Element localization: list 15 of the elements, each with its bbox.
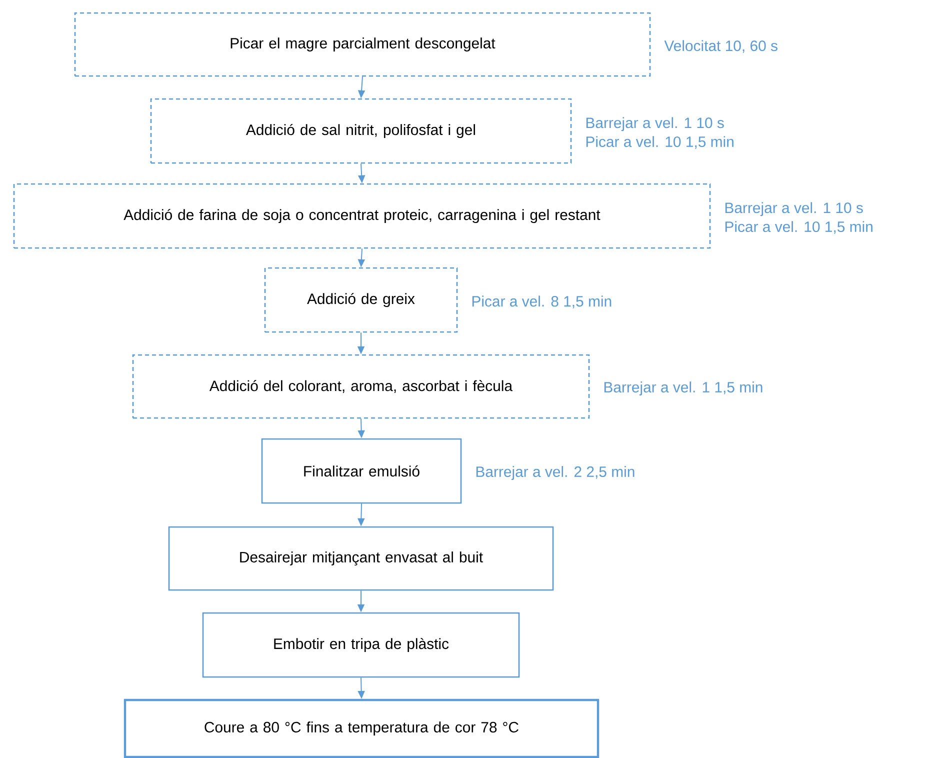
step-setting: Barrejar a vel. 1 10 s Picar a vel. 10 1,5 min (586, 117, 734, 149)
step-setting: Picar a vel. 8 1,5 min (472, 296, 612, 308)
process-box: Finalitzar emulsió (261, 438, 462, 504)
process-box: Addició del colorant, aroma, ascorbat i fècula (132, 354, 590, 419)
step-setting: Barrejar a vel. 1 1,5 min (604, 382, 762, 396)
process-box: Picar el magre parcialment descongelat (74, 12, 651, 77)
process-box: Coure a 80 °C fins a temperatura de cor 78 °C (124, 698, 600, 758)
step-setting: Barrejar a vel. 2 2,5 min (476, 466, 634, 480)
process-box: Desairejar mitjançant envasat al buit (168, 526, 554, 591)
process-box: Embotir en tripa de plàstic (202, 612, 520, 678)
process-box: Addició de greix (264, 267, 458, 333)
process-box: Addició de farina de soja o concentrat proteic, carragenina i gel restant (13, 183, 711, 249)
step-setting: Barrejar a vel. 1 10 s Picar a vel. 10 1,5 min (725, 202, 872, 234)
step-setting: Velocitat 10, 60 s (664, 40, 778, 53)
process-box: Addició de sal nitrit, polifosfat i gel (150, 98, 572, 164)
